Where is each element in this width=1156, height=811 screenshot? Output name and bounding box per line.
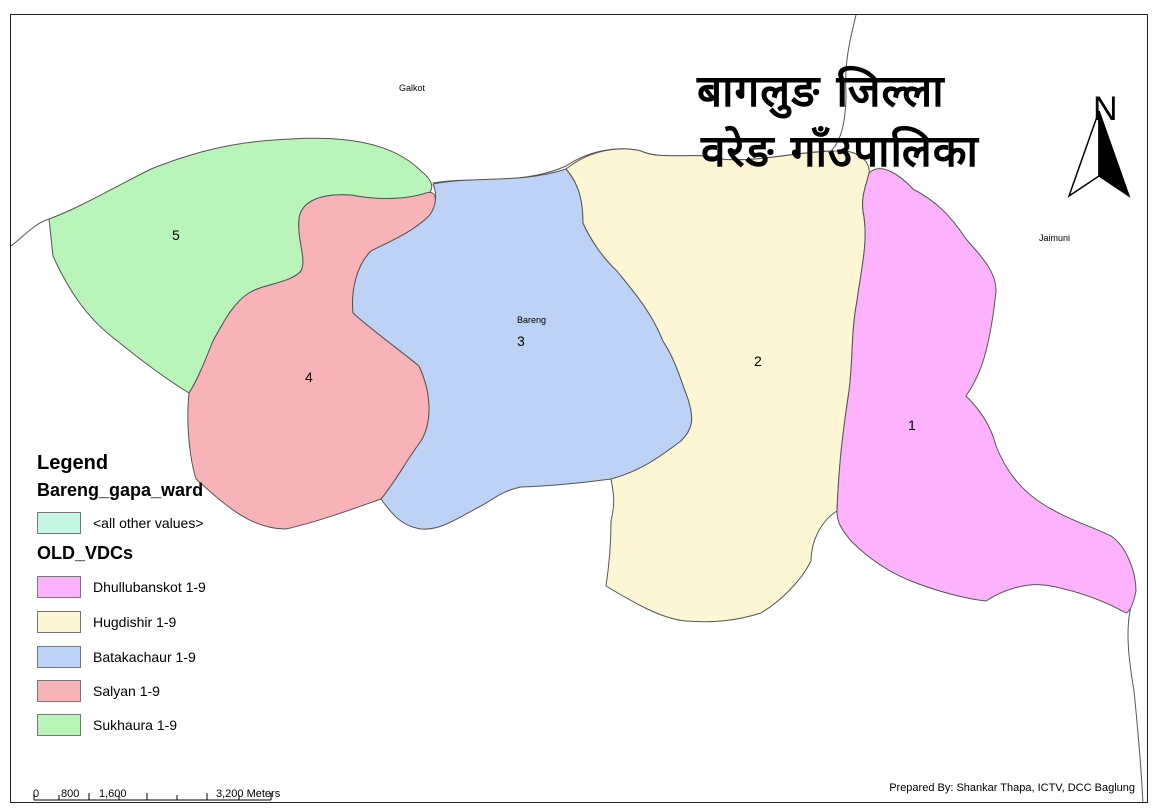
- legend-layer2-title: OLD_VDCs: [37, 543, 134, 563]
- legend-item-label: Sukhaura 1-9: [93, 717, 178, 733]
- legend-item-label: Batakachaur 1-9: [93, 649, 196, 665]
- legend-item-label: Dhullubanskot 1-9: [93, 579, 206, 595]
- legend-swatch: [37, 611, 81, 633]
- ward-1-region: [836, 168, 1137, 614]
- legend-item: Sukhaura 1-9: [37, 713, 177, 737]
- outer-boundary-line: [1127, 605, 1144, 802]
- ward-2-region: [565, 148, 870, 623]
- scale-bar: [33, 793, 272, 801]
- ward-label-4: 4: [305, 369, 313, 385]
- scale-label-1600: 1,600: [99, 788, 127, 800]
- map-title-line2: वरेङ गाँउपालिका: [701, 126, 979, 177]
- place-label-jaimuni: Jaimuni: [1039, 233, 1071, 243]
- north-label: N: [1093, 90, 1118, 128]
- legend-item-label: <all other values>: [93, 515, 204, 531]
- legend-heading: Legend: [37, 452, 109, 474]
- legend-item-label: Hugdishir 1-9: [93, 614, 177, 630]
- legend-swatch: [37, 646, 81, 668]
- north-arrow-right-half: [1098, 110, 1131, 198]
- map-canvas: [11, 15, 1144, 802]
- legend-item: Dhullubanskot 1-9: [37, 575, 206, 599]
- legend-swatch: [37, 512, 81, 534]
- ward-label-2: 2: [754, 353, 762, 369]
- legend-item: Batakachaur 1-9: [37, 645, 196, 669]
- ward-label-3: 3: [517, 333, 525, 349]
- ward-label-1: 1: [908, 417, 916, 433]
- outer-boundary-line: [11, 218, 50, 247]
- scale-label-3200: 3,200 Meters: [216, 788, 281, 800]
- map-credit: Prepared By: Shankar Thapa, ICTV, DCC Ba…: [889, 782, 1135, 794]
- place-label-bareng: Bareng: [517, 315, 547, 325]
- map-frame: बागलुङ जिल्ला वरेङ गाँउपालिका N Galkot J…: [10, 14, 1148, 803]
- scale-label-0: 0: [33, 788, 40, 800]
- legend-item: Hugdishir 1-9: [37, 610, 176, 634]
- legend-item: <all other values>: [37, 511, 204, 535]
- legend-layer1-title: Bareng_gapa_ward: [37, 480, 204, 500]
- legend-item-label: Salyan 1-9: [93, 683, 160, 699]
- legend-item: Salyan 1-9: [37, 679, 160, 703]
- legend-swatch: [37, 714, 81, 736]
- legend-swatch: [37, 680, 81, 702]
- map-title-line1: बागलुङ जिल्ला: [697, 66, 945, 117]
- place-label-galkot: Galkot: [399, 83, 426, 93]
- legend-swatch: [37, 576, 81, 598]
- scale-label-800: 800: [61, 788, 80, 800]
- ward-label-5: 5: [172, 227, 180, 243]
